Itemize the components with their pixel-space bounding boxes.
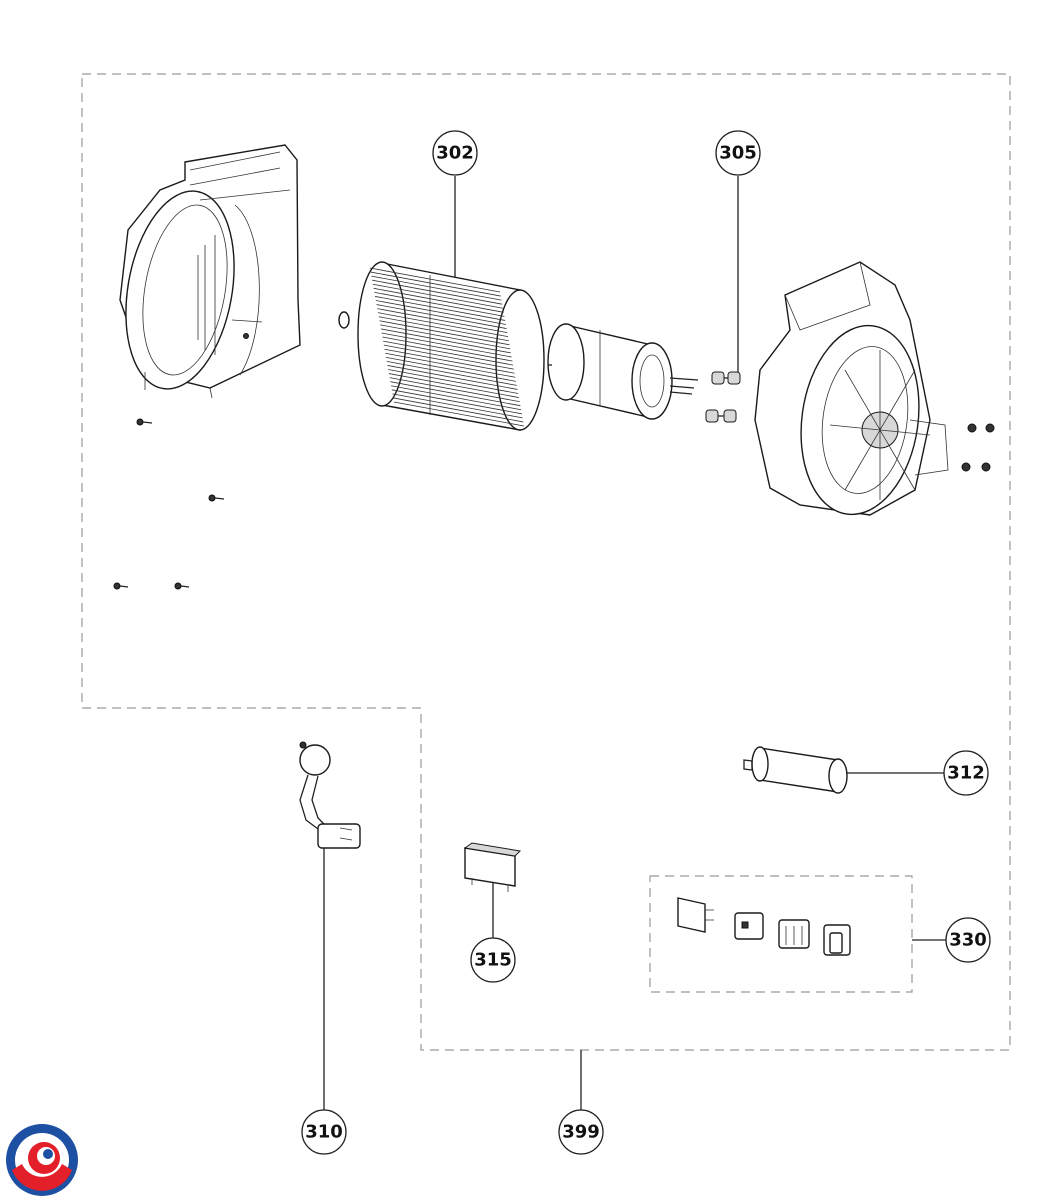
- nuts-right: [961, 423, 995, 472]
- connector-set-330: [677, 897, 851, 956]
- right-motor-housing: [754, 261, 949, 516]
- fan-motor: [547, 323, 699, 420]
- group-399-boundary: [81, 73, 1011, 1051]
- callout-310: 310: [301, 1109, 347, 1155]
- callout-399: 399: [558, 1109, 604, 1155]
- screws-left: [113, 418, 225, 590]
- callout-label-315: 315: [474, 950, 512, 971]
- callout-315: 315: [470, 937, 516, 983]
- capacitor-312: [743, 746, 848, 794]
- group-330-boundary: [649, 875, 913, 993]
- switch-315: [463, 842, 522, 892]
- callout-label-312: 312: [947, 763, 985, 784]
- fan-wheel: [357, 261, 545, 431]
- power-cable: [299, 741, 361, 849]
- callout-330: 330: [945, 917, 991, 963]
- callout-label-302: 302: [436, 143, 474, 164]
- callout-label-330: 330: [949, 930, 987, 951]
- callout-312: 312: [943, 750, 989, 796]
- rubber-mounts: [705, 371, 741, 423]
- callout-305: 305: [715, 130, 761, 176]
- callout-label-305: 305: [719, 143, 757, 164]
- brand-logo: [6, 1124, 78, 1196]
- callout-302: 302: [432, 130, 478, 176]
- callout-label-399: 399: [562, 1122, 600, 1143]
- leader-lines: [323, 176, 946, 1110]
- left-blower-housing: [119, 144, 301, 399]
- washer: [338, 311, 350, 329]
- callout-label-310: 310: [305, 1122, 343, 1143]
